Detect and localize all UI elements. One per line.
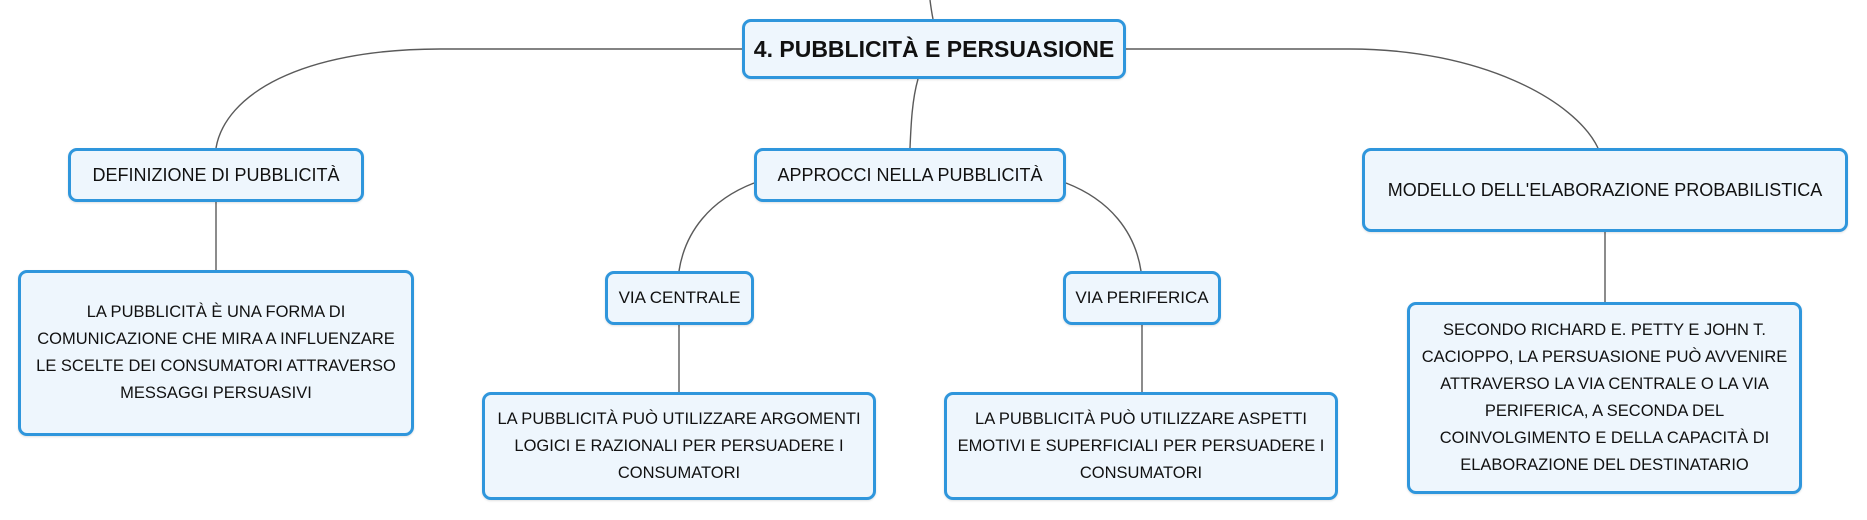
topic-node-modello[interactable]: MODELLO DELL'ELABORAZIONE PROBABILISTICA [1362, 148, 1848, 232]
root-topic-node[interactable]: 4. PUBBLICITÀ E PERSUASIONE [742, 19, 1126, 79]
detail-node-modello[interactable]: SECONDO RICHARD E. PETTY E JOHN T. CACIO… [1407, 302, 1802, 494]
detail-text-modello: SECONDO RICHARD E. PETTY E JOHN T. CACIO… [1421, 321, 1788, 474]
connector-parent-to-root [929, 0, 934, 20]
subtopic-label-via-centrale: VIA CENTRALE [618, 288, 741, 307]
topic-label-modello: MODELLO DELL'ELABORAZIONE PROBABILISTICA [1387, 179, 1823, 200]
detail-text-via-centrale: LA PUBBLICITÀ PUÒ UTILIZZARE ARGOMENTI L… [497, 409, 861, 482]
subtopic-node-via-periferica[interactable]: VIA PERIFERICA [1063, 271, 1221, 325]
detail-text-definizione: LA PUBBLICITÀ È UNA FORMA DI COMUNICAZIO… [36, 303, 396, 402]
connector-root-to-modello [1126, 48, 1599, 149]
detail-node-via-periferica[interactable]: LA PUBBLICITÀ PUÒ UTILIZZARE ASPETTI EMO… [944, 392, 1338, 500]
subtopic-node-via-centrale[interactable]: VIA CENTRALE [605, 271, 754, 325]
connector-approcci-to-via-periferica [1065, 182, 1142, 272]
topic-label-approcci: APPROCCI NELLA PUBBLICITÀ [777, 164, 1043, 185]
detail-node-definizione[interactable]: LA PUBBLICITÀ È UNA FORMA DI COMUNICAZIO… [18, 270, 414, 436]
root-topic-label: 4. PUBBLICITÀ E PERSUASIONE [753, 35, 1115, 62]
connector-root-to-approcci [909, 78, 919, 149]
subtopic-label-via-periferica: VIA PERIFERICA [1075, 288, 1209, 307]
detail-node-via-centrale[interactable]: LA PUBBLICITÀ PUÒ UTILIZZARE ARGOMENTI L… [482, 392, 876, 500]
detail-text-via-periferica: LA PUBBLICITÀ PUÒ UTILIZZARE ASPETTI EMO… [957, 409, 1325, 482]
topic-node-definizione[interactable]: DEFINIZIONE DI PUBBLICITÀ [68, 148, 364, 202]
connector-approcci-to-via-centrale [678, 182, 755, 272]
connector-root-to-definizione [215, 48, 742, 149]
topic-node-approcci[interactable]: APPROCCI NELLA PUBBLICITÀ [754, 148, 1066, 202]
topic-label-definizione: DEFINIZIONE DI PUBBLICITÀ [92, 164, 340, 185]
